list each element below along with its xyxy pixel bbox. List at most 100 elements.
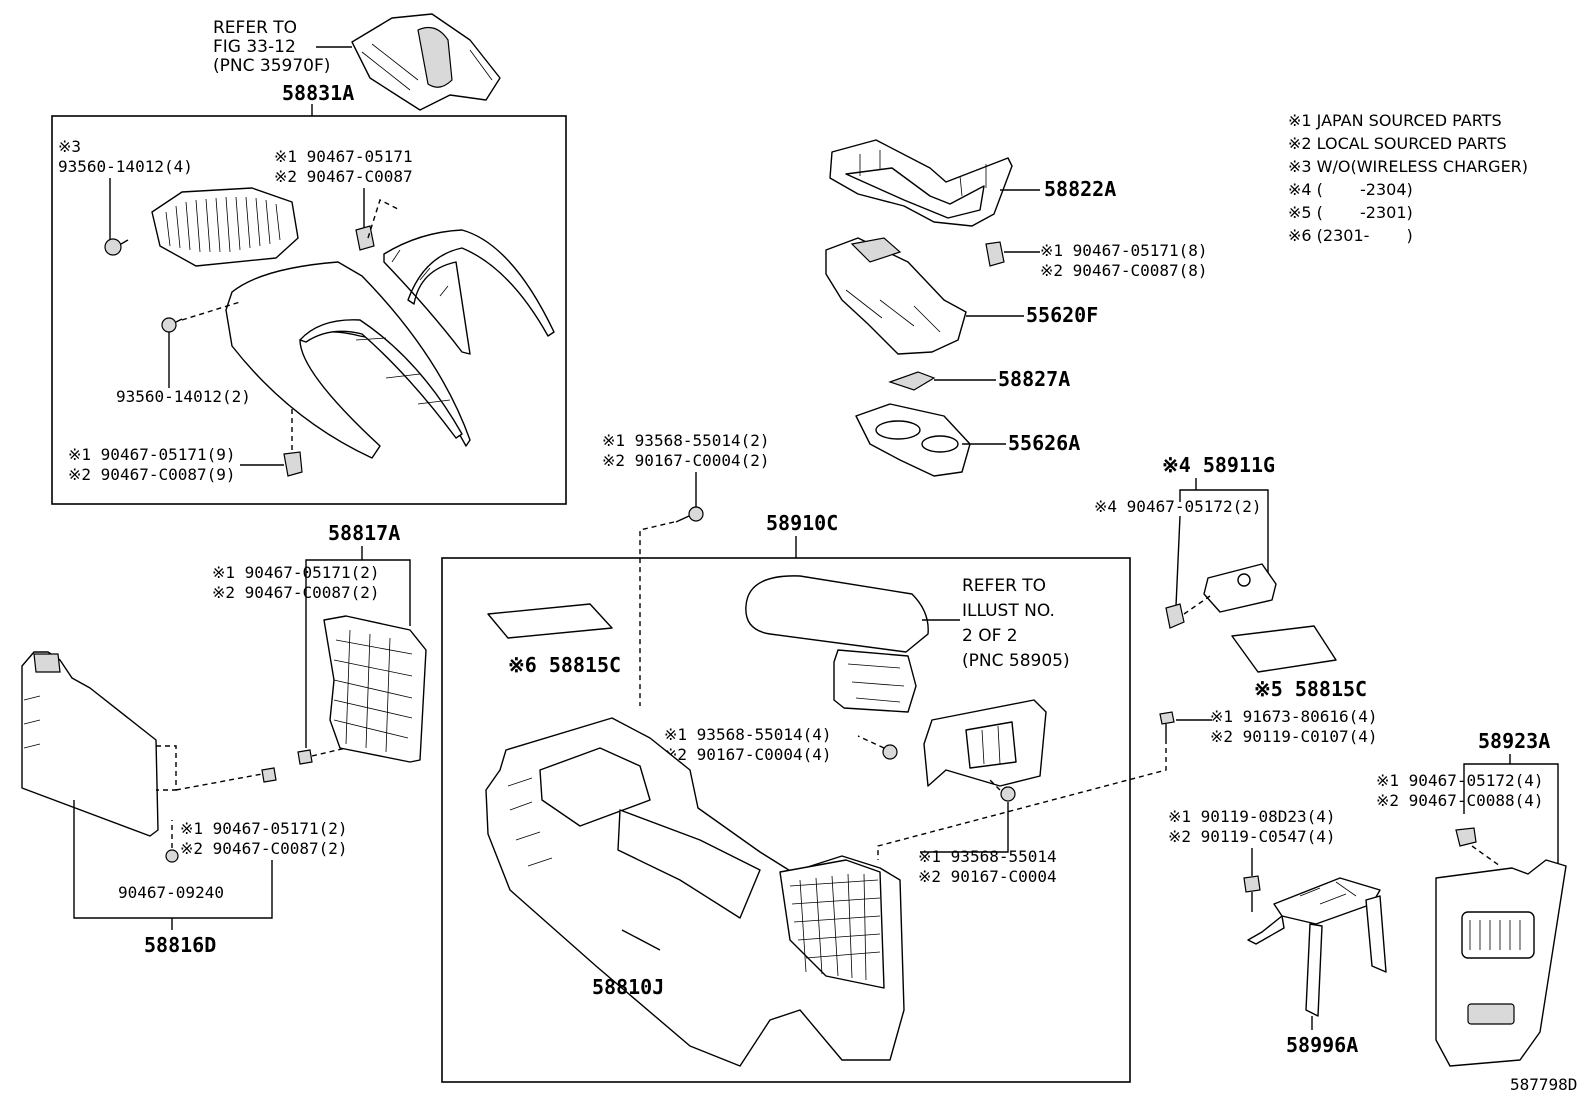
bolt-816-icon (165, 849, 179, 863)
callout-box-bot-2: ※2 90467-C0087(9) (68, 465, 236, 484)
dash-screw-brk (989, 779, 1001, 791)
dash-top-clip (367, 199, 401, 239)
pad-58827A-illustration (888, 371, 936, 391)
clip-817-icon (297, 749, 313, 765)
callout-816-1: ※1 90467-05171(2) (180, 819, 348, 838)
callout-top-2: ※2 90467-C0087 (274, 167, 413, 186)
callout-brk-1: ※1 93568-55014 (918, 847, 1057, 866)
shift-bezel-illustration (351, 13, 501, 111)
callout-923-2: ※2 90467-C0088(4) (1376, 791, 1544, 810)
part-58822A: 58822A (1044, 177, 1116, 201)
group-box-58910C (441, 557, 1131, 1083)
clip-icon-mid (161, 317, 183, 333)
callout-arm-1: ※1 93568-55014(4) (664, 725, 832, 744)
mat-58815C-right-illustration (1231, 625, 1337, 673)
callout-817-2: ※2 90467-C0087(2) (212, 583, 380, 602)
callout-911-sub: ※4 90467-05172(2) (1094, 497, 1262, 516)
legend-6: ※6 (2301- ) (1288, 226, 1413, 245)
panel-58817A-illustration (323, 615, 427, 763)
refer-mid-line2: ILLUST NO. (962, 601, 1055, 621)
dash-screw-arm (857, 735, 885, 749)
bracket-58911G (1179, 478, 1269, 580)
part-58831A: 58831A (282, 81, 354, 105)
clip-816-icon (261, 767, 277, 783)
clip-923-icon (1455, 827, 1477, 847)
bracket-58822A-illustration (829, 139, 1013, 227)
armrest-illustration (745, 575, 929, 713)
holder-55626A-illustration (855, 403, 971, 477)
dash-923 (1471, 845, 1501, 867)
dash-816-box (156, 745, 177, 791)
screw-brk-icon (1000, 786, 1016, 802)
console-upper-panel-illustration (225, 261, 471, 459)
group-box-58831A (51, 115, 567, 505)
refer-top-line3: (PNC 35970F) (213, 56, 330, 76)
callout-bolt-1: ※1 91673-80616(4) (1210, 707, 1378, 726)
part-58996A: 58996A (1286, 1033, 1358, 1057)
refer-mid-line4: (PNC 58905) (962, 651, 1070, 671)
leader-58810J (621, 929, 661, 951)
part-58815C-right: ※5 58815C (1254, 677, 1367, 701)
clip-911-icon (1165, 603, 1185, 629)
refer-top-line1: REFER TO (213, 18, 297, 38)
bracket-58816D (73, 800, 273, 930)
callout-817-1: ※1 90467-05171(2) (212, 563, 380, 582)
bracket-58996A-illustration (1247, 877, 1387, 1017)
bolt-996-icon (1243, 875, 1261, 912)
console-body-58810J-illustration (485, 717, 905, 1067)
dash-bolt (877, 748, 1167, 860)
refer-mid-line1: REFER TO (962, 576, 1046, 596)
screw-top-icon (675, 506, 704, 523)
diagram-id: 587798D (1510, 1075, 1577, 1094)
callout-816-bolt: 90467-09240 (118, 883, 224, 902)
part-58817A: 58817A (328, 521, 400, 545)
dash-screw-top (639, 521, 675, 706)
legend-5: ※5 ( -2301) (1288, 203, 1413, 222)
part-55620F: 55620F (1026, 303, 1098, 327)
box-55620F-illustration (825, 237, 967, 355)
part-58827A: 58827A (998, 367, 1070, 391)
refer-mid-line3: 2 OF 2 (962, 626, 1018, 646)
dash-mid-clip (181, 301, 241, 321)
legend-3: ※3 W/O(WIRELESS CHARGER) (1288, 157, 1528, 176)
dash-816-clip (175, 773, 263, 791)
callout-brk-2: ※2 90167-C0004 (918, 867, 1057, 886)
side-trim-right-illustration (383, 229, 555, 355)
hinge-bracket-illustration (923, 699, 1047, 787)
leader-screw-brk (920, 802, 1009, 853)
callout-top-1: ※1 90467-05171 (274, 147, 413, 166)
part-58911G: ※4 58911G (1162, 453, 1275, 477)
callout-screw-top-1: ※1 93568-55014(2) (602, 431, 770, 450)
part-58810J: 58810J (592, 975, 664, 999)
bracket-58817A (305, 546, 411, 748)
legend-2: ※2 LOCAL SOURCED PARTS (1288, 134, 1507, 153)
mat-58815C-left-illustration (487, 603, 613, 639)
part-58923A: 58923A (1478, 729, 1550, 753)
refer-top-line2: FIG 33-12 (213, 37, 296, 57)
callout-816-2: ※2 90467-C0087(2) (180, 839, 348, 858)
callout-mid-clip: 93560-14012(2) (116, 387, 251, 406)
part-55626A: 55626A (1008, 431, 1080, 455)
legend-4: ※4 ( -2304) (1288, 180, 1413, 199)
callout-c3-label: ※3 (58, 137, 81, 156)
bracket-58923A (1463, 754, 1559, 866)
clip-822-icon (985, 241, 1005, 267)
callout-bolt-2: ※2 90119-C0107(4) (1210, 727, 1378, 746)
part-58815C-left: ※6 58815C (508, 653, 621, 677)
leader-911-sub (1175, 515, 1181, 607)
rear-vent-58923A-illustration (1435, 859, 1567, 1067)
tray-illustration (151, 187, 299, 267)
switch-58911G-illustration (1203, 563, 1277, 613)
trim-clip-icon (355, 225, 375, 251)
side-panel-58816D-illustration (21, 651, 159, 837)
dash-911 (1183, 595, 1211, 615)
callout-923-1: ※1 90467-05172(4) (1376, 771, 1544, 790)
callout-996-2: ※2 90119-C0547(4) (1168, 827, 1336, 846)
callout-996-1: ※1 90119-08D23(4) (1168, 807, 1336, 826)
callout-box-bot-1: ※1 90467-05171(9) (68, 445, 236, 464)
callout-arm-2: ※2 90167-C0004(4) (664, 745, 832, 764)
bolt-91673-icon (1159, 711, 1175, 744)
bottom-clip-icon (283, 451, 303, 477)
callout-c3-part: 93560-14012(4) (58, 157, 193, 176)
